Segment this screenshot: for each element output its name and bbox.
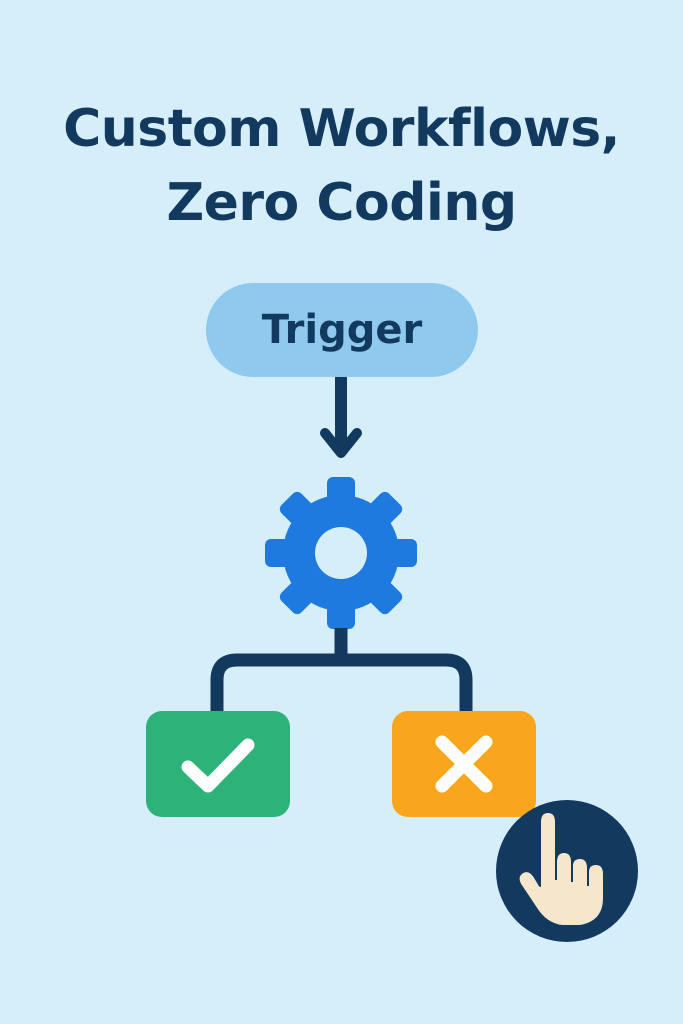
page-title: Custom Workflows, Zero Coding (0, 92, 683, 240)
success-outcome-node[interactable] (146, 711, 290, 817)
failure-outcome-node[interactable] (392, 711, 536, 817)
title-line-2: Zero Coding (166, 173, 517, 233)
checkmark-icon (181, 738, 255, 793)
trigger-node[interactable]: Trigger (206, 283, 478, 377)
branch-connector (210, 628, 473, 711)
title-line-1: Custom Workflows, (63, 99, 620, 159)
pointer-badge (496, 800, 638, 942)
trigger-arrow-head (320, 428, 362, 458)
pointing-hand-icon (517, 811, 605, 927)
cross-icon (435, 735, 493, 793)
gear-icon (265, 477, 417, 629)
